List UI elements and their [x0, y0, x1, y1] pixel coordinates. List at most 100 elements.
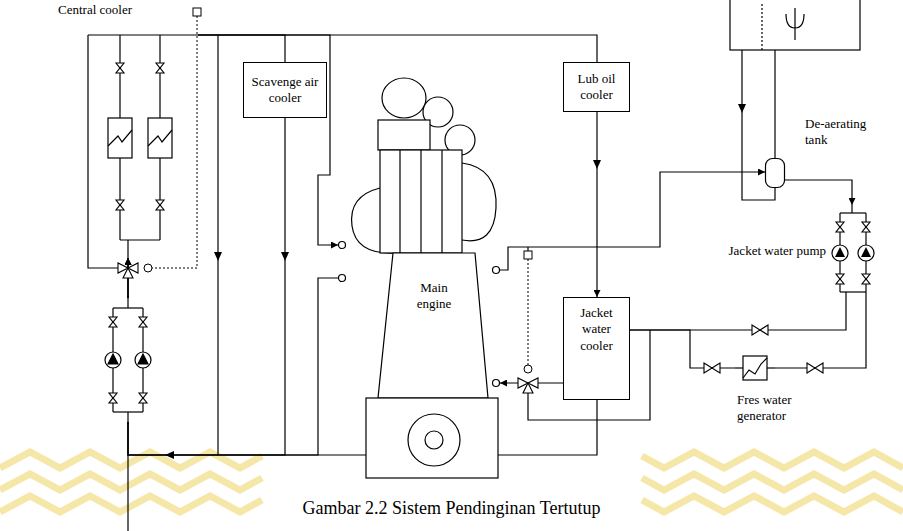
pump-pair-symbol: [113, 307, 143, 308]
engine-outline: [378, 120, 430, 150]
pipe-line: [527, 247, 528, 251]
tank-figure: [765, 158, 785, 188]
engine-outline: [441, 150, 442, 253]
pump-symbol: [835, 247, 845, 257]
node-label: Fres water generator: [737, 392, 829, 425]
watermark-chevron: [642, 474, 903, 490]
pipe-line: [840, 212, 866, 213]
valve-symbol: [109, 63, 823, 403]
node-label: Main engine: [408, 280, 460, 313]
control-line: [152, 16, 197, 268]
pump-pair-symbol: [127, 412, 128, 424]
engine-outline: [408, 414, 460, 466]
valve-symbol: [807, 363, 815, 373]
valve-symbol: [704, 363, 712, 373]
engine-figure: [338, 68, 500, 480]
pipe-line: [127, 240, 128, 263]
pump-pair: [830, 205, 876, 300]
pipe-line: [119, 158, 120, 240]
pipe-line: [88, 35, 775, 531]
engine-outline: [366, 398, 498, 478]
heat-exchanger-symbol: [743, 358, 767, 378]
engine-figure: Main engine: [338, 68, 500, 480]
flow-arrow: [214, 252, 222, 261]
caption-band: Gambar 2.2 Sistem Pendinginan Tertutup: [0, 498, 903, 520]
valve-symbol: [116, 205, 124, 210]
heat-exchanger-symbol: [108, 130, 132, 146]
pipe-line: [120, 239, 160, 240]
flow-arrow: [281, 252, 289, 261]
pipe-line: [735, 367, 743, 368]
pipe-port: [339, 275, 346, 282]
engine-outline: [399, 150, 400, 253]
valve-symbol: [109, 398, 117, 403]
valve-symbol: [815, 363, 823, 373]
pipe-connector: [198, 35, 597, 62]
tank-outline: [766, 159, 785, 188]
pipe-port: [493, 267, 500, 274]
watermark-chevron: [0, 496, 262, 512]
pump-pair-symbol: [135, 352, 151, 368]
pipe-line: [127, 455, 128, 531]
engine-outline: [425, 431, 443, 449]
heat-exchanger-symbol: [108, 118, 172, 158]
pipe-line: [840, 291, 866, 292]
node-label: Central cooler: [58, 2, 190, 18]
pipe-connector: [128, 258, 338, 455]
engine-outline: [420, 150, 421, 253]
valve-symbol: [712, 363, 720, 373]
expansion-tank: [730, 0, 860, 50]
valve-symbol: [156, 68, 164, 73]
heat-exchanger-symbol: [108, 118, 132, 158]
cooler-group: Central cooler: [58, 2, 198, 258]
engine-outline: [382, 78, 426, 118]
pipe-line: [851, 205, 852, 213]
valve-symbol: [139, 322, 147, 327]
pump-pair-symbol: [105, 352, 121, 368]
engine-outline: [380, 150, 462, 253]
engine-outline: [378, 253, 488, 398]
pipe-connector: [596, 112, 597, 297]
heat-exchanger-symbol: [743, 356, 767, 380]
valve-symbol: [836, 227, 844, 232]
pipe-line: [865, 292, 866, 300]
heat-exchanger-symbol: [148, 130, 172, 146]
flow-arrow: [165, 451, 174, 459]
pump-mask: [106, 298, 152, 422]
valve-symbol: [116, 68, 124, 73]
pump-mask: [106, 298, 152, 422]
valve-symbol: [836, 279, 844, 284]
node-label: De-aerating tank: [805, 116, 885, 149]
watermark-chevron: [642, 452, 903, 468]
expansion-tank: [761, 4, 762, 50]
engine-outline: [462, 163, 496, 241]
valve-symbol: [139, 398, 147, 403]
pipe-connector: [630, 300, 846, 330]
node-label: Jacket water cooler: [567, 305, 626, 354]
cooler-box: Jacket water cooler: [563, 297, 630, 400]
pipe-line: [774, 50, 775, 158]
pipe-line: [767, 367, 775, 368]
valve-symbol: [862, 227, 870, 232]
pipe-connector: [198, 35, 285, 62]
pipe-line: [119, 35, 120, 118]
watermark-chevron: [642, 496, 903, 512]
sensor-symbol: [524, 251, 532, 259]
expansion-tank: [730, 0, 860, 50]
expansion-tank: [786, 8, 804, 40]
pipe-connector: [500, 172, 765, 270]
pipe-port: [493, 380, 500, 387]
control-line: [528, 259, 529, 365]
valve-symbol: [123, 268, 133, 278]
pipe-line: [159, 35, 160, 118]
valve-symbol: [752, 325, 760, 335]
pump-symbol: [861, 247, 871, 257]
node-label: Lub oil cooler: [567, 71, 626, 104]
pipe-connector: [128, 258, 597, 455]
valve-symbol: [760, 325, 768, 335]
pump-pair-symbol: [138, 354, 148, 364]
pipe-line: [88, 34, 198, 35]
pipe-connector: [775, 300, 866, 368]
valve-symbol: [109, 322, 117, 327]
